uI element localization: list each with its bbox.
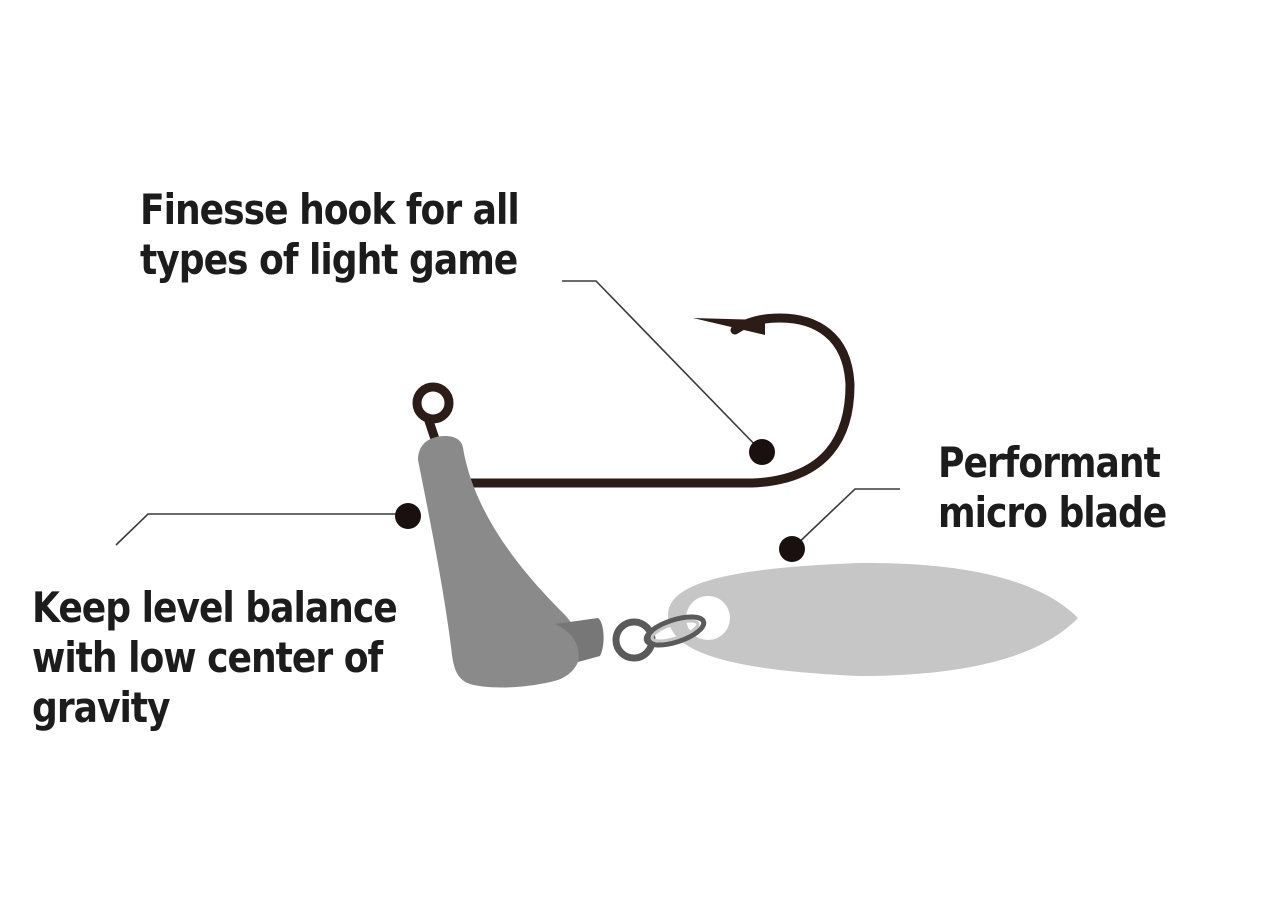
- hook-eye: [412, 382, 454, 424]
- hook-callout-dot: [749, 439, 775, 465]
- split-ring: [643, 614, 707, 648]
- balance-callout-dot: [395, 503, 421, 529]
- hook-label-line-1: Finesse hook for all: [140, 185, 520, 234]
- blade-callout-dot: [779, 536, 805, 562]
- hook-label: Finesse hook for all types of light game: [140, 185, 520, 285]
- hook-shank: [465, 313, 855, 488]
- blade-callout-line: [791, 488, 900, 550]
- blade-label: Performant micro blade: [938, 438, 1167, 538]
- balance-label-line-2: with low center of: [32, 633, 383, 682]
- balance-label-line-3: gravity: [32, 683, 171, 732]
- hook-barb: [693, 318, 765, 335]
- balance-label-line-1: Keep level balance: [32, 583, 398, 632]
- split-ring-inner: [650, 619, 700, 643]
- hook-label-line-2: types of light game: [140, 235, 518, 284]
- blade-label-line-2: micro blade: [938, 488, 1167, 537]
- blade-label-line-1: Performant: [938, 438, 1161, 487]
- micro-blade: [668, 562, 1078, 676]
- balance-label: Keep level balance with low center of gr…: [32, 583, 398, 733]
- balance-callout-line: [115, 513, 408, 546]
- jig-head: [418, 436, 581, 688]
- blade-hole: [686, 596, 730, 640]
- hook-callout-line: [562, 280, 763, 453]
- jig-neck: [555, 618, 604, 662]
